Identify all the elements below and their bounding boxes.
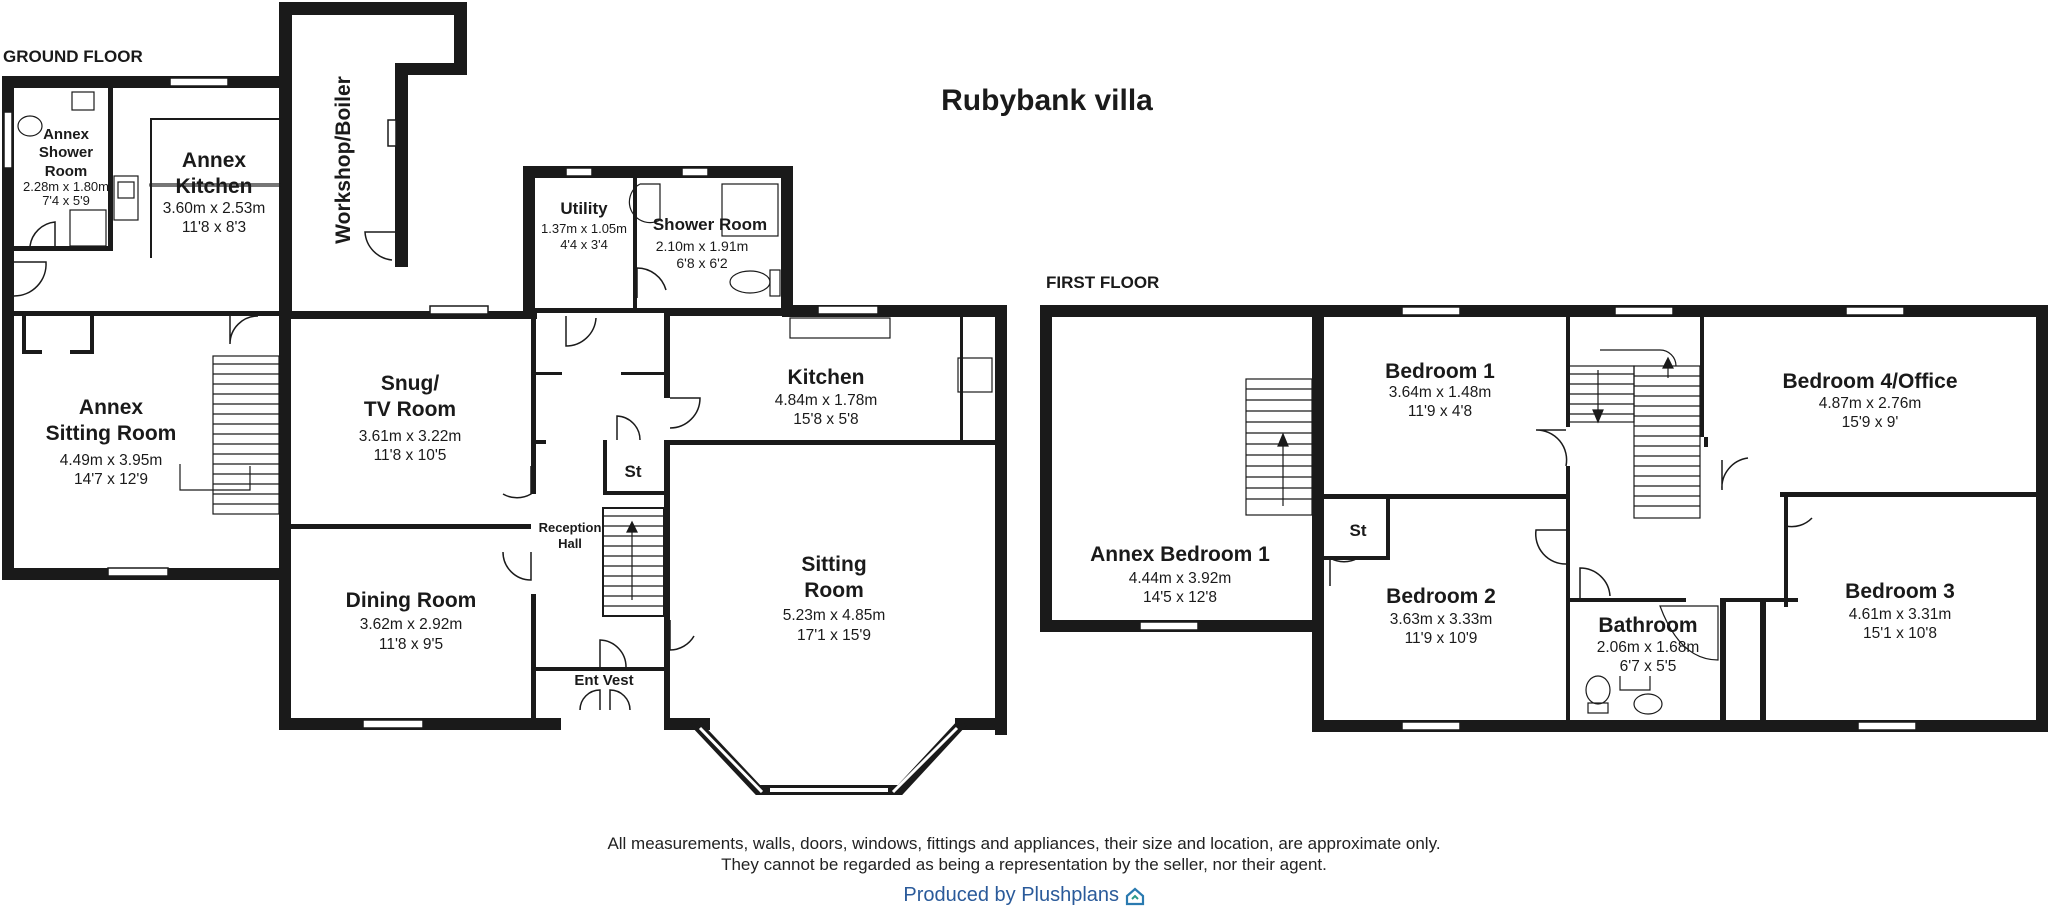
first-floor-windows bbox=[1139, 306, 1917, 731]
first-floor-label: FIRST FLOOR bbox=[1046, 273, 1159, 292]
plushplans-credit[interactable]: Produced by Plushplans bbox=[0, 884, 2048, 907]
svg-text:11'8 x 10'5: 11'8 x 10'5 bbox=[374, 447, 447, 464]
room-ent-vest: Ent Vest bbox=[574, 672, 633, 689]
svg-text:3.61m x 3.22m: 3.61m x 3.22m bbox=[359, 428, 462, 445]
svg-text:1.37m x 1.05m: 1.37m x 1.05m bbox=[541, 221, 627, 236]
svg-text:TV Room: TV Room bbox=[364, 398, 456, 421]
svg-text:Reception: Reception bbox=[539, 520, 602, 535]
svg-text:2.06m x 1.68m: 2.06m x 1.68m bbox=[1597, 639, 1700, 656]
svg-text:Bedroom 4/Office: Bedroom 4/Office bbox=[1782, 370, 1957, 393]
svg-text:11'9 x 4'8: 11'9 x 4'8 bbox=[1408, 403, 1472, 420]
svg-text:Bedroom 1: Bedroom 1 bbox=[1385, 360, 1495, 383]
ground-floor-doors bbox=[13, 221, 701, 711]
plan-title: Rubybank villa bbox=[941, 84, 1153, 117]
svg-text:Annex Bedroom 1: Annex Bedroom 1 bbox=[1090, 543, 1270, 566]
first-floor-stairs bbox=[1245, 349, 1701, 519]
room-reception-hall: Reception Hall bbox=[539, 520, 602, 551]
sitting-room-bay bbox=[690, 718, 967, 795]
disclaimer-line-1: All measurements, walls, doors, windows,… bbox=[607, 834, 1441, 853]
room-workshop-boiler: Workshop/Boiler bbox=[332, 76, 355, 244]
room-bedroom-2: Bedroom 2 3.63m x 3.33m 11'9 x 10'9 bbox=[1386, 585, 1496, 647]
svg-text:Snug/: Snug/ bbox=[381, 372, 439, 395]
svg-text:Annex: Annex bbox=[43, 126, 90, 143]
room-bedroom-4-office: Bedroom 4/Office 4.87m x 2.76m 15'9 x 9' bbox=[1782, 370, 1957, 431]
svg-text:6'8 x 6'2: 6'8 x 6'2 bbox=[676, 255, 727, 271]
plan-labels: Rubybank villa GROUND FLOOR FIRST FLOOR … bbox=[3, 47, 1958, 689]
svg-text:Dining Room: Dining Room bbox=[346, 589, 477, 612]
ground-floor-windows bbox=[3, 77, 879, 729]
svg-text:Utility: Utility bbox=[560, 199, 608, 218]
credit-text: Produced by Plushplans bbox=[903, 884, 1120, 906]
svg-text:14'5 x 12'8: 14'5 x 12'8 bbox=[1143, 589, 1217, 606]
room-utility: Utility 1.37m x 1.05m 4'4 x 3'4 bbox=[541, 199, 627, 252]
ground-floor-fixtures bbox=[17, 91, 993, 393]
svg-text:11'9 x 10'9: 11'9 x 10'9 bbox=[1405, 630, 1478, 647]
svg-text:4.49m x 3.95m: 4.49m x 3.95m bbox=[60, 452, 163, 469]
svg-text:Annex: Annex bbox=[182, 149, 247, 172]
first-floor-doors bbox=[1329, 429, 1813, 598]
room-dining-room: Dining Room 3.62m x 2.92m 11'8 x 9'5 bbox=[346, 589, 477, 653]
room-bedroom-3: Bedroom 3 4.61m x 3.31m 15'1 x 10'8 bbox=[1845, 580, 1955, 642]
svg-text:Sitting Room: Sitting Room bbox=[46, 422, 177, 445]
svg-text:17'1 x 15'9: 17'1 x 15'9 bbox=[797, 627, 871, 644]
svg-text:11'8 x 8'3: 11'8 x 8'3 bbox=[182, 219, 246, 236]
room-shower-room: Shower Room 2.10m x 1.91m 6'8 x 6'2 bbox=[653, 215, 767, 271]
room-annex-bedroom-1: Annex Bedroom 1 4.44m x 3.92m 14'5 x 12'… bbox=[1090, 543, 1270, 606]
svg-text:14'7 x 12'9: 14'7 x 12'9 bbox=[74, 471, 148, 488]
svg-text:Shower Room: Shower Room bbox=[653, 215, 767, 234]
svg-text:11'8 x 9'5: 11'8 x 9'5 bbox=[379, 636, 443, 653]
svg-text:Annex: Annex bbox=[79, 396, 144, 419]
svg-text:15'9 x 9': 15'9 x 9' bbox=[1842, 414, 1899, 431]
room-bathroom: Bathroom 2.06m x 1.68m 6'7 x 5'5 bbox=[1597, 614, 1700, 675]
svg-text:2.28m x 1.80m: 2.28m x 1.80m bbox=[23, 179, 109, 194]
disclaimer-line-2: They cannot be regarded as being a repre… bbox=[721, 855, 1327, 874]
room-annex-shower-room: Annex Shower Room 2.28m x 1.80m 7'4 x 5'… bbox=[23, 126, 109, 208]
room-kitchen: Kitchen 4.84m x 1.78m 15'8 x 5'8 bbox=[775, 366, 878, 428]
svg-text:3.60m x 2.53m: 3.60m x 2.53m bbox=[163, 200, 266, 217]
svg-text:Hall: Hall bbox=[558, 536, 582, 551]
svg-text:Kitchen: Kitchen bbox=[787, 366, 864, 389]
svg-text:Shower: Shower bbox=[39, 144, 93, 161]
svg-text:Bedroom 2: Bedroom 2 bbox=[1386, 585, 1496, 608]
svg-text:4.61m x 3.31m: 4.61m x 3.31m bbox=[1849, 606, 1952, 623]
svg-text:3.64m x 1.48m: 3.64m x 1.48m bbox=[1389, 384, 1492, 401]
room-sitting-room: Sitting Room 5.23m x 4.85m 17'1 x 15'9 bbox=[783, 553, 886, 644]
svg-text:2.10m x 1.91m: 2.10m x 1.91m bbox=[656, 238, 749, 254]
room-annex-kitchen: Annex Kitchen 3.60m x 2.53m 11'8 x 8'3 bbox=[163, 149, 266, 236]
room-bedroom-1: Bedroom 1 3.64m x 1.48m 11'9 x 4'8 bbox=[1385, 360, 1495, 420]
svg-text:Kitchen: Kitchen bbox=[175, 175, 252, 198]
ground-floor-label: GROUND FLOOR bbox=[3, 47, 143, 66]
svg-text:3.62m x 2.92m: 3.62m x 2.92m bbox=[360, 616, 463, 633]
house-logo-icon bbox=[1125, 887, 1144, 905]
first-floor-fixtures bbox=[1585, 605, 1719, 715]
svg-text:7'4 x 5'9: 7'4 x 5'9 bbox=[42, 193, 90, 208]
svg-text:15'8 x 5'8: 15'8 x 5'8 bbox=[793, 411, 858, 428]
room-store-ground: St bbox=[625, 462, 642, 481]
svg-text:Room: Room bbox=[45, 163, 88, 180]
svg-text:6'7 x 5'5: 6'7 x 5'5 bbox=[1620, 658, 1677, 675]
svg-text:Room: Room bbox=[804, 579, 864, 602]
ground-floor-stairs bbox=[179, 355, 664, 607]
svg-text:4.44m x 3.92m: 4.44m x 3.92m bbox=[1129, 570, 1232, 587]
svg-text:4'4 x 3'4: 4'4 x 3'4 bbox=[560, 237, 608, 252]
svg-text:15'1 x 10'8: 15'1 x 10'8 bbox=[1863, 625, 1937, 642]
room-snug-tv-room: Snug/ TV Room 3.61m x 3.22m 11'8 x 10'5 bbox=[359, 372, 462, 464]
svg-text:Bathroom: Bathroom bbox=[1598, 614, 1697, 637]
svg-text:5.23m x 4.85m: 5.23m x 4.85m bbox=[783, 607, 886, 624]
room-store-first: St bbox=[1350, 521, 1367, 540]
svg-text:Sitting: Sitting bbox=[801, 553, 866, 576]
room-annex-sitting-room: Annex Sitting Room 4.49m x 3.95m 14'7 x … bbox=[46, 396, 177, 488]
svg-text:3.63m x 3.33m: 3.63m x 3.33m bbox=[1390, 611, 1493, 628]
svg-text:Bedroom 3: Bedroom 3 bbox=[1845, 580, 1955, 603]
svg-text:4.84m x 1.78m: 4.84m x 1.78m bbox=[775, 392, 878, 409]
svg-text:4.87m x 2.76m: 4.87m x 2.76m bbox=[1819, 395, 1922, 412]
